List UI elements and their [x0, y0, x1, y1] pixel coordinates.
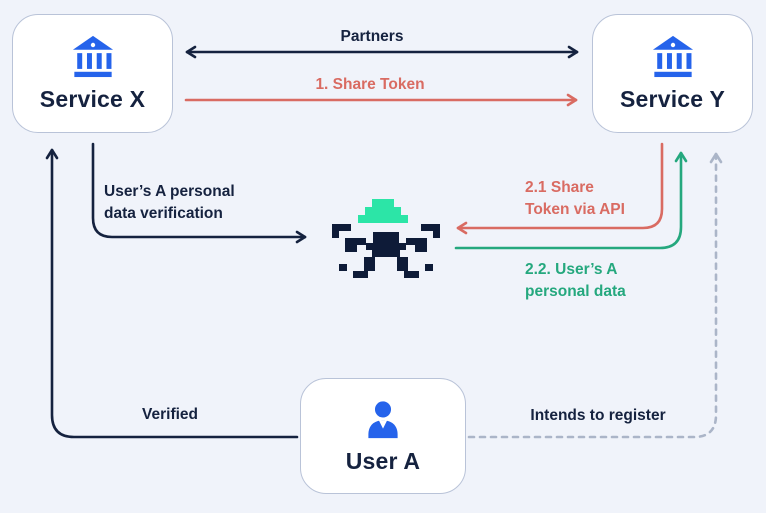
node-user-a: User A: [300, 378, 466, 494]
node-service-y-label: Service Y: [620, 86, 725, 112]
edge-verified-line: [45, 148, 299, 439]
edge-data-verification-line: [91, 142, 307, 244]
edge-partners-label: Partners: [340, 28, 404, 45]
node-service-x-label: Service X: [39, 86, 146, 112]
edge-intends-to-register-label: Intends to register: [530, 407, 666, 424]
edge-intends-to-register-line: [467, 152, 723, 439]
bank-icon: [72, 35, 113, 78]
node-user-a-label: User A: [345, 447, 421, 474]
node-service-x: Service X: [12, 14, 173, 133]
person-icon: [368, 400, 398, 438]
pixel-robot-icon: [332, 199, 440, 278]
edge-personal-data-line: [454, 151, 688, 250]
edge-share-token-api-label: 2.1 Share Token via API: [525, 179, 625, 218]
edge-share-token-label: 1. Share Token: [315, 76, 425, 93]
edge-data-verification-label: User’s A personal data verification: [104, 183, 235, 222]
node-service-y: Service Y: [592, 14, 753, 133]
edge-personal-data-label: 2.2. User’s A personal data: [525, 261, 626, 300]
bank-icon: [652, 35, 693, 78]
edge-share-token-api-line: [456, 142, 664, 235]
edge-verified-label: Verified: [142, 406, 198, 423]
